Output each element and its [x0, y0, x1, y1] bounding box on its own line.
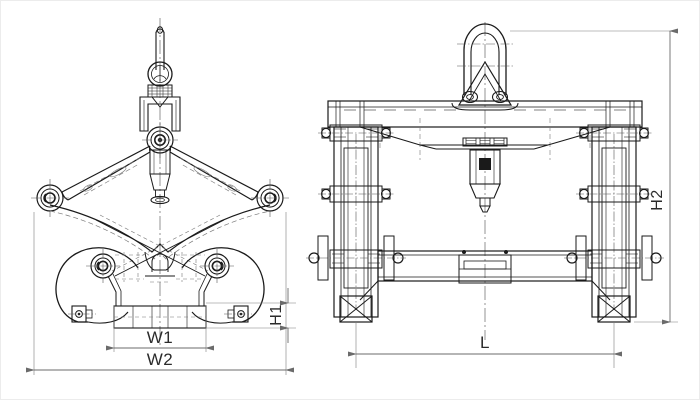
dimension-label-h2: H2 [649, 189, 666, 210]
dimension-w1: W1 [106, 306, 214, 352]
left-rail-bolts-middle [318, 185, 394, 203]
right-rail-bolts-middle [576, 185, 652, 203]
dimension-label-w2: W2 [147, 350, 174, 369]
right-jaw-body [176, 247, 265, 324]
right-rail-bolts-lower [564, 235, 664, 281]
center-keeper [144, 251, 176, 283]
dimension-label-w1: W1 [147, 328, 174, 347]
dimension-label-l: L [480, 333, 490, 352]
side-view-group: L H2 [306, 22, 678, 368]
lower-crossing-links [49, 204, 271, 277]
dimension-h2: H2 [510, 28, 678, 325]
top-yoke-plate [139, 96, 181, 132]
dimension-h1: H1 [206, 288, 296, 343]
dimension-l: L [348, 322, 622, 368]
left-grip-pad [68, 305, 96, 323]
center-spindle [149, 149, 171, 205]
right-grip-pad [224, 305, 252, 323]
master-shackle [457, 23, 513, 95]
upper-scissor-arms [61, 145, 259, 201]
right-outer-pivot [251, 179, 289, 217]
left-rail-bolts-lower [306, 235, 406, 281]
top-center-pivot [142, 122, 178, 158]
right-rail-bolts-top [576, 124, 652, 142]
center-yoke-block [462, 137, 508, 213]
dimension-label-h1: H1 [268, 304, 285, 325]
dimension-w2: W2 [26, 212, 294, 375]
left-jaw-body [55, 247, 144, 324]
front-view-group: W1 W2 H1 [26, 18, 296, 375]
top-main-beam [327, 100, 643, 160]
left-rail-bolts-top [318, 124, 394, 142]
left-rail-assembly [306, 124, 406, 323]
lower-tie-beam [359, 250, 611, 301]
right-rail-assembly [564, 124, 664, 323]
